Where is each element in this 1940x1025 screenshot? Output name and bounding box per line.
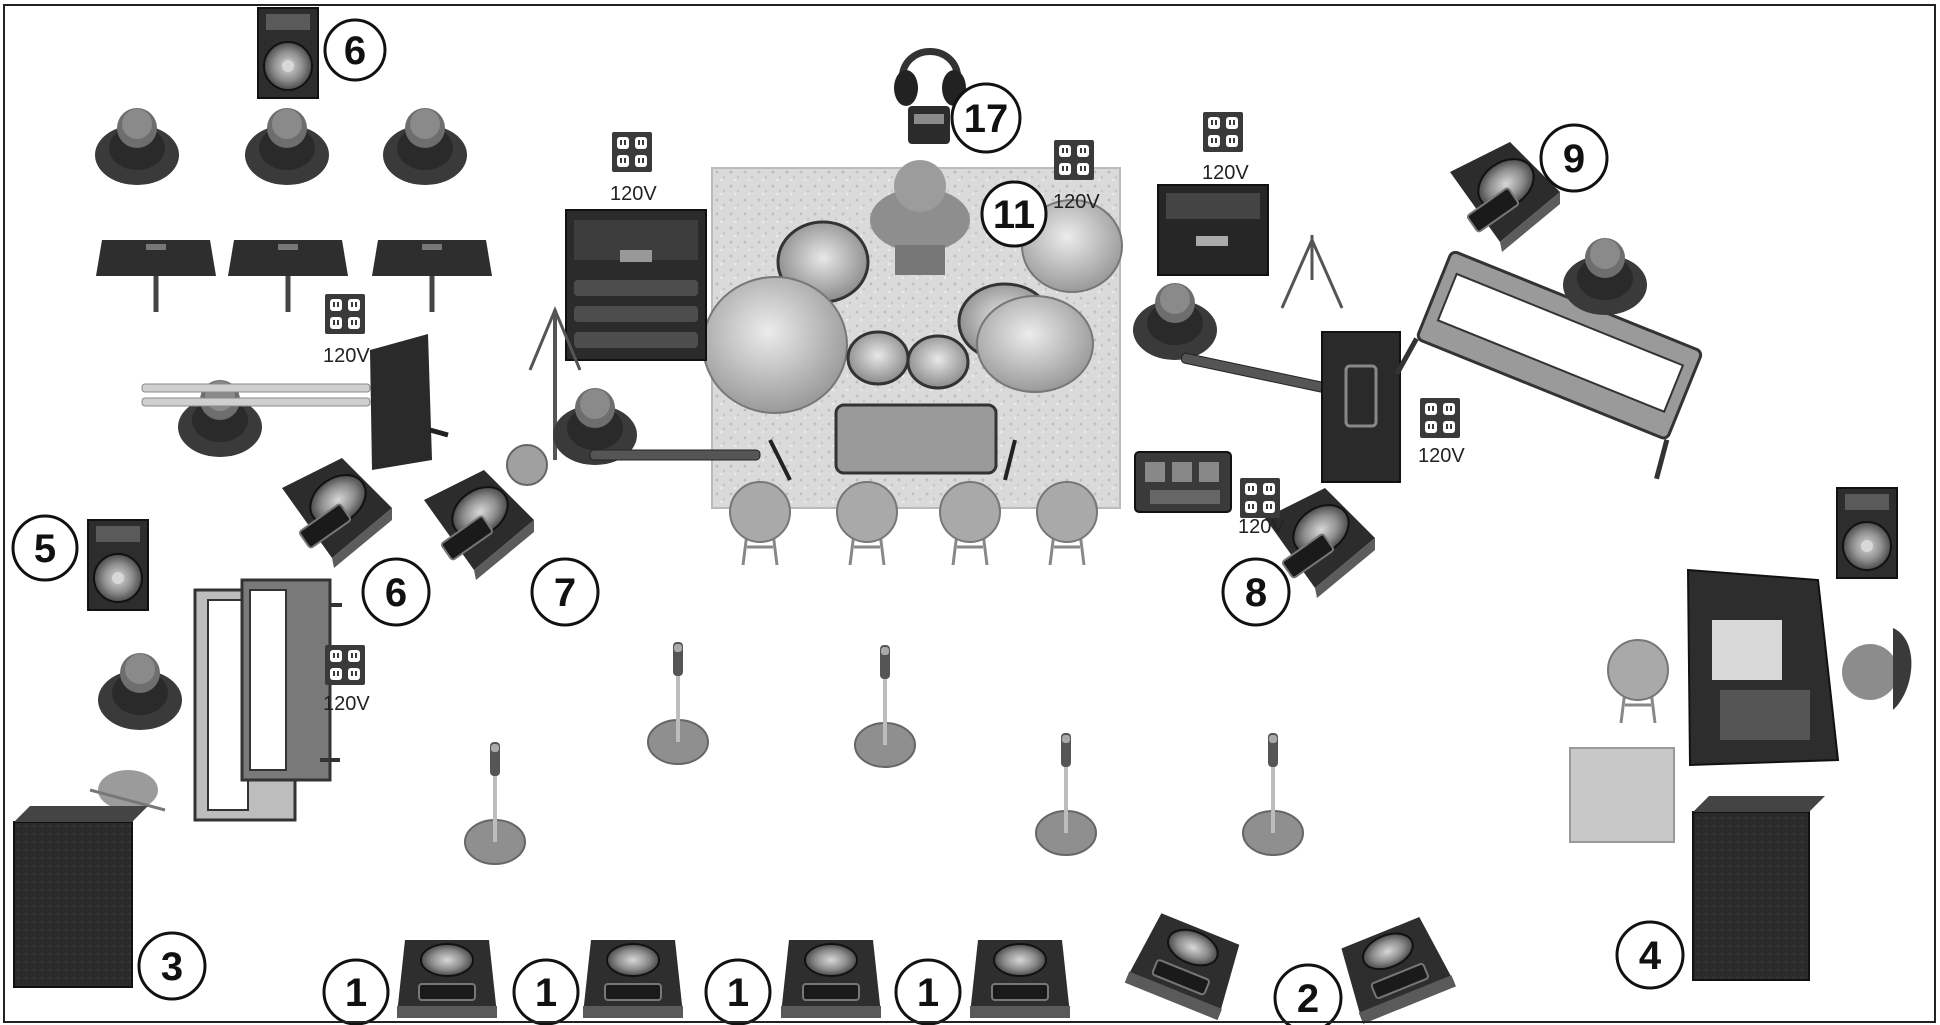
svg-text:1: 1 bbox=[535, 971, 557, 1015]
subwoofer bbox=[13, 806, 148, 988]
guitar-player bbox=[553, 388, 761, 465]
headphones-icon bbox=[894, 48, 966, 144]
svg-text:5: 5 bbox=[34, 527, 56, 571]
guitar-amp bbox=[565, 209, 707, 361]
bass-amp bbox=[1321, 331, 1401, 483]
callout-3: 3 bbox=[137, 931, 207, 1001]
drum-kit bbox=[702, 160, 1123, 481]
keyboard-amp bbox=[87, 519, 149, 611]
svg-text:120V: 120V bbox=[1202, 162, 1249, 184]
keyboard-bench bbox=[89, 770, 166, 812]
callout-9: 9 bbox=[1539, 123, 1609, 193]
callout-2: 2 bbox=[1273, 963, 1343, 1025]
wedge-monitor bbox=[582, 939, 684, 1019]
outlet-icon: 120V bbox=[323, 294, 370, 367]
callout-8: 8 bbox=[1221, 557, 1291, 627]
wedge-monitor bbox=[780, 939, 882, 1019]
outlet-icon: 120V bbox=[1418, 398, 1465, 467]
callout-6-left: 6 bbox=[361, 557, 431, 627]
svg-text:3: 3 bbox=[161, 945, 183, 989]
side-fill-speaker bbox=[257, 7, 319, 99]
pedalboard bbox=[1134, 451, 1232, 513]
svg-text:8: 8 bbox=[1245, 571, 1267, 615]
svg-text:4: 4 bbox=[1639, 934, 1662, 978]
wedge-monitor bbox=[969, 939, 1071, 1019]
svg-text:120V: 120V bbox=[1053, 191, 1100, 213]
callout-5: 5 bbox=[11, 514, 79, 582]
guitar-amp bbox=[1157, 184, 1269, 276]
wedge-monitor bbox=[396, 939, 498, 1019]
svg-text:6: 6 bbox=[344, 29, 366, 73]
outlet-icon: 120V bbox=[610, 132, 657, 205]
svg-text:120V: 120V bbox=[323, 345, 370, 367]
svg-text:1: 1 bbox=[917, 971, 939, 1015]
guitar-stand bbox=[1280, 235, 1344, 309]
monitor-speaker bbox=[1836, 487, 1898, 579]
callout-6-top: 6 bbox=[323, 18, 387, 82]
callout-1: 1 bbox=[512, 958, 580, 1025]
music-stand bbox=[370, 334, 449, 470]
svg-text:1: 1 bbox=[727, 971, 749, 1015]
svg-text:2: 2 bbox=[1297, 977, 1319, 1021]
svg-text:6: 6 bbox=[385, 571, 407, 615]
outlet-icon: 120V bbox=[1053, 140, 1100, 213]
table bbox=[1569, 747, 1675, 843]
svg-text:7: 7 bbox=[554, 571, 576, 615]
callout-1: 1 bbox=[704, 958, 772, 1025]
callout-7: 7 bbox=[530, 557, 600, 627]
callout-11: 11 bbox=[980, 180, 1048, 248]
stool bbox=[1842, 628, 1912, 710]
svg-text:11: 11 bbox=[993, 193, 1035, 237]
callout-1: 1 bbox=[322, 958, 390, 1025]
callout-17: 17 bbox=[950, 82, 1022, 154]
outlet-icon: 120V bbox=[1238, 478, 1285, 538]
svg-text:17: 17 bbox=[964, 97, 1009, 141]
svg-text:120V: 120V bbox=[1238, 516, 1285, 538]
svg-text:120V: 120V bbox=[1418, 445, 1465, 467]
callout-4: 4 bbox=[1615, 920, 1685, 990]
svg-text:1: 1 bbox=[345, 971, 367, 1015]
mixing-console bbox=[1686, 568, 1840, 767]
svg-text:9: 9 bbox=[1563, 137, 1585, 181]
keyboard bbox=[193, 578, 342, 822]
svg-text:120V: 120V bbox=[610, 183, 657, 205]
svg-text:120V: 120V bbox=[323, 693, 370, 715]
subwoofer bbox=[1692, 796, 1825, 981]
outlet-icon: 120V bbox=[1202, 112, 1249, 184]
outlet-icon: 120V bbox=[323, 645, 370, 715]
callout-1: 1 bbox=[894, 958, 962, 1025]
trombone-player bbox=[141, 380, 371, 457]
